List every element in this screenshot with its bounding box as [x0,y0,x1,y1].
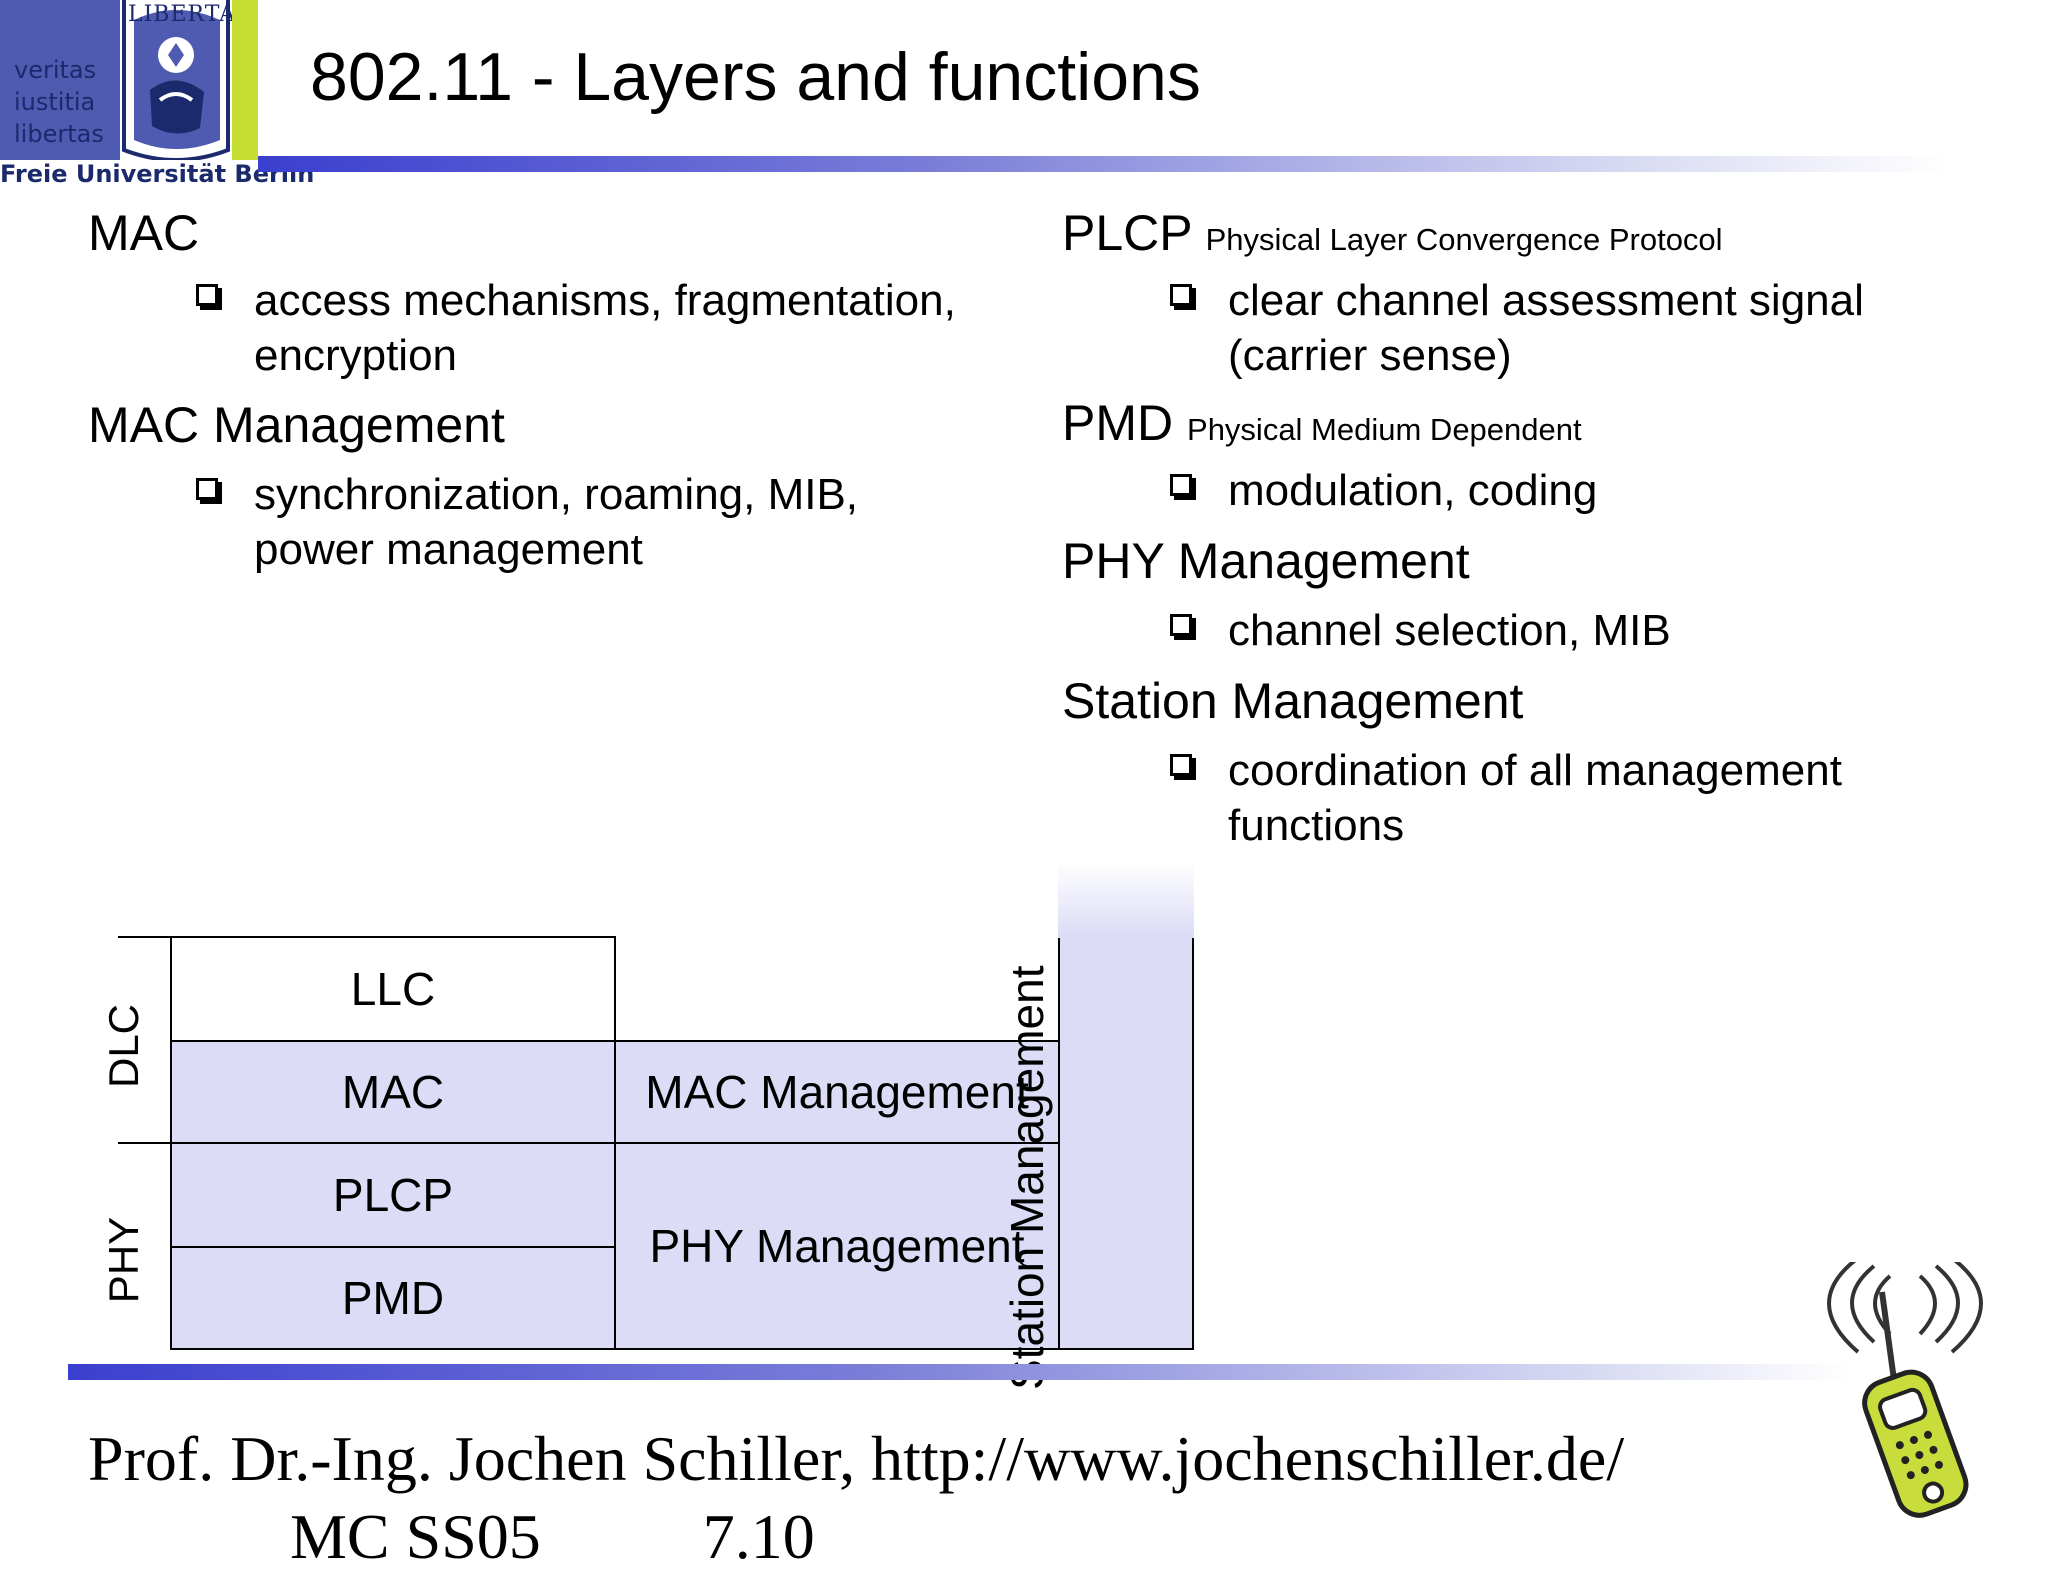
mac-cell: MAC [170,1040,616,1144]
dlc-top-line [118,936,170,938]
bullet-icon [1170,614,1192,636]
page-title: 802.11 - Layers and functions [310,39,1201,115]
bullet-text-pmd: modulation, coding [1228,466,1598,515]
logo-green-bar [232,0,258,160]
station-management-fade [1058,862,1194,936]
heading-mac: MAC [88,205,200,261]
bullet-text-mac-management: synchronization, roaming, MIB, power man… [254,470,859,574]
bullet-text-station-management: coordination of all management functions [1228,746,1842,850]
logo-motto-3: libertas [14,120,104,148]
station-management-border [1058,938,1194,1350]
bullet-text-plcp: clear channel assessment signal (carrier… [1228,276,1864,380]
bullet-icon [196,478,218,500]
heading-plcp: PLCP Physical Layer Convergence Protocol [1062,205,1723,261]
dlc-phy-divider [118,1142,170,1144]
mobile-phone-icon [1827,1262,1983,1518]
bullet-text-mac: access mechanisms, fragmentation, encryp… [254,276,956,380]
station-management-column [1058,862,1194,1350]
logo-motto-2: iustitia [14,88,96,116]
footer-course: MC SS05 7.10 [290,1500,815,1574]
seal-lettering: LIBERTAS [128,2,253,27]
plcp-cell: PLCP [170,1142,616,1248]
footer-divider [68,1364,1848,1380]
llc-cell: LLC [170,936,616,1042]
subheading-pmd: Physical Medium Dependent [1187,412,1582,447]
subheading-plcp: Physical Layer Convergence Protocol [1205,222,1723,257]
dlc-label: DLC [100,1003,147,1089]
seal-icon [120,0,232,160]
bullet-icon [196,284,218,306]
station-management-label: Station Management [1001,965,1053,1391]
bullet-icon [1170,474,1192,496]
heading-pmd: PMD Physical Medium Dependent [1062,395,1582,451]
heading-phy-management: PHY Management [1062,533,1470,589]
heading-mac-management: MAC Management [88,397,505,453]
pmd-cell: PMD [170,1246,616,1350]
title-divider [258,156,1948,172]
university-logo: veritas iustitia libertas LIBERTAS Freie… [0,0,314,188]
mac-management-cell: MAC Management [614,1040,1060,1144]
phy-label: PHY [100,1216,147,1304]
bullet-text-phy-management: channel selection, MIB [1228,606,1671,655]
phy-management-cell: PHY Management [614,1142,1060,1350]
footer-credit: Prof. Dr.-Ing. Jochen Schiller, http://w… [88,1423,1625,1494]
bullet-icon [1170,754,1192,776]
heading-station-management: Station Management [1062,673,1524,729]
logo-blue-bar: veritas iustitia libertas [0,0,125,160]
footer-page-number: 7.10 [702,1501,815,1572]
footer-course-id: MC SS05 [290,1501,541,1572]
bullet-icon [1170,284,1192,306]
logo-motto-1: veritas [14,56,97,84]
